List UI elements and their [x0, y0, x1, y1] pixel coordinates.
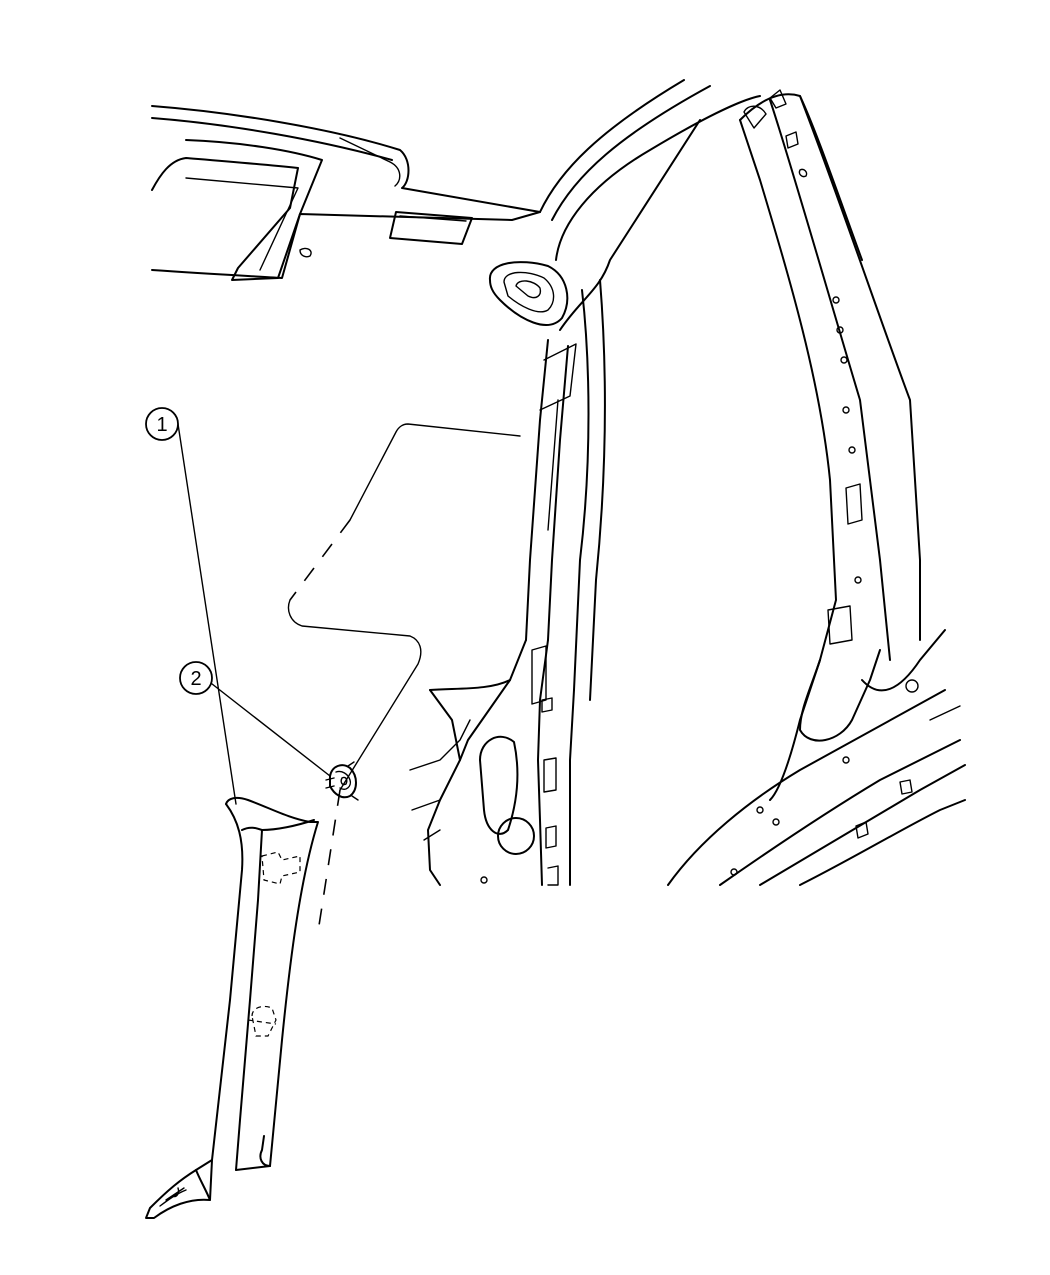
b-pillar — [667, 89, 966, 886]
headliner — [151, 105, 541, 281]
clip-part-2 — [325, 761, 359, 801]
callout-2: 2 — [179, 661, 213, 695]
a-pillar-trim-part-1 — [145, 796, 319, 1219]
a-pillar-lower — [409, 639, 575, 886]
installation-path — [287, 423, 521, 933]
callout-2-label: 2 — [190, 668, 201, 690]
a-pillar-upper — [488, 79, 761, 701]
callout-1: 1 — [145, 407, 179, 441]
callout-1-label: 1 — [156, 414, 167, 436]
callout-leaders — [177, 423, 331, 805]
